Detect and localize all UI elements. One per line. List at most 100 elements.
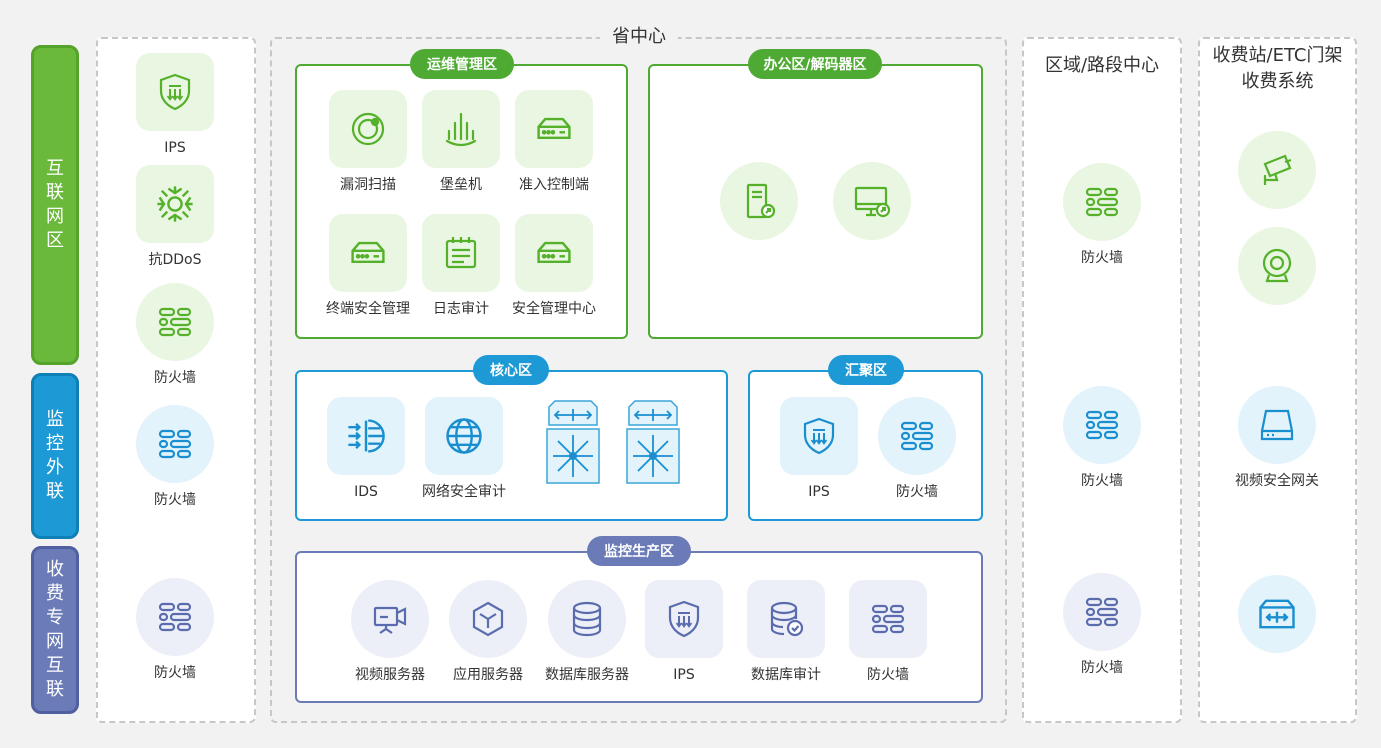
left-ips-label: IPS [164,140,186,156]
ops-item-label: 终端安全管理 [326,301,410,317]
region-fw1-label: 防火墙 [1081,250,1123,266]
region-firewall-1[interactable]: 防火墙 [1047,163,1157,267]
left-firewall-3[interactable]: 防火墙 [120,578,230,682]
device-box-icon [329,214,407,292]
prod-app-server[interactable]: 应用服务器 [433,580,543,684]
core-switch-icon [626,400,680,484]
region-fw2-label: 防火墙 [1081,473,1123,489]
agg-ips-label: IPS [808,484,830,500]
toll-webcam[interactable] [1222,227,1332,305]
ops-vuln-scan[interactable]: 漏洞扫描 [313,90,423,194]
camera-icon [351,580,429,658]
gateway-icon [1238,386,1316,464]
toll-cctv[interactable] [1222,131,1332,209]
bastion-icon [422,90,500,168]
prod-item-label: IPS [673,667,695,683]
left-fw2-label: 防火墙 [154,492,196,508]
webcam-icon [1238,227,1316,305]
agg-firewall[interactable]: 防火墙 [862,397,972,501]
ids-icon [327,397,405,475]
core-net-audit[interactable]: 网络安全审计 [409,397,519,501]
core-ids[interactable]: IDS [311,397,421,501]
shield-icon [780,397,858,475]
region-fw3-label: 防火墙 [1081,660,1123,676]
prod-video-server[interactable]: 视频服务器 [335,580,445,684]
toll-title-line2: 收费系统 [1241,71,1314,92]
prod-db-server[interactable]: 数据库服务器 [532,580,642,684]
ops-security-center[interactable]: 安全管理中心 [499,214,609,318]
prod-ips[interactable]: IPS [629,580,739,684]
cube-icon [449,580,527,658]
left-ddos[interactable]: 抗DDoS [120,165,230,269]
left-fw1-label: 防火墙 [154,370,196,386]
device-box-icon [515,214,593,292]
ops-log-audit[interactable]: 日志审计 [406,214,516,318]
globe-icon [425,397,503,475]
switch-icon [1238,575,1316,653]
prod-item-label: 视频服务器 [355,667,425,683]
left-ips[interactable]: IPS [120,53,230,157]
firewall-icon [136,405,214,483]
toll-gateway-label: 视频安全网关 [1235,473,1319,489]
region-firewall-2[interactable]: 防火墙 [1047,386,1157,490]
firewall-icon [1063,573,1141,651]
firewall-icon [1063,163,1141,241]
monitor-icon [833,162,911,240]
agg-zone-title: 汇聚区 [828,355,904,385]
database-audit-icon [747,580,825,658]
left-firewall-2[interactable]: 防火墙 [120,405,230,509]
cctv-icon [1238,131,1316,209]
tab-internet-label: 互联网区 [46,158,64,251]
core-ids-label: IDS [354,484,378,500]
prod-db-audit[interactable]: 数据库审计 [731,580,841,684]
toll-title-line1: 收费站/ETC门架 [1212,45,1343,66]
ops-zone-title: 运维管理区 [410,49,514,79]
left-ddos-label: 抗DDoS [148,252,202,268]
office-monitor[interactable] [817,162,927,240]
prod-item-label: 应用服务器 [453,667,523,683]
firewall-icon [136,283,214,361]
server-icon [720,162,798,240]
core-switch-1[interactable] [545,399,601,485]
ops-item-label: 堡垒机 [440,177,482,193]
ops-item-label: 安全管理中心 [512,301,596,317]
ops-bastion[interactable]: 堡垒机 [406,90,516,194]
core-switch-2[interactable] [625,399,681,485]
log-icon [422,214,500,292]
prod-zone-title: 监控生产区 [587,536,691,566]
tab-internet-zone[interactable]: 互联网区 [31,45,79,365]
tab-toll-network[interactable]: 收费专网互联 [31,546,79,714]
office-server[interactable] [704,162,814,240]
left-firewall-1[interactable]: 防火墙 [120,283,230,387]
toll-switch[interactable] [1222,575,1332,653]
core-zone-title: 核心区 [473,355,549,385]
prod-item-label: 数据库服务器 [545,667,629,683]
firewall-icon [1063,386,1141,464]
agg-fw-label: 防火墙 [896,484,938,500]
core-audit-label: 网络安全审计 [422,484,506,500]
tab-monitor-external[interactable]: 监控外联 [31,373,79,539]
shield-icon [136,53,214,131]
ops-item-label: 漏洞扫描 [340,177,396,193]
ops-endpoint-security[interactable]: 终端安全管理 [313,214,423,318]
device-box-icon [515,90,593,168]
tab-monitor-label: 监控外联 [46,409,64,502]
tab-toll-label: 收费专网互联 [46,559,64,700]
left-fw3-label: 防火墙 [154,665,196,681]
region-column [1022,37,1182,723]
region-title: 区域/路段中心 [1044,55,1160,76]
database-icon [548,580,626,658]
prod-firewall[interactable]: 防火墙 [833,580,943,684]
region-firewall-3[interactable]: 防火墙 [1047,573,1157,677]
province-title: 省中心 [600,25,678,49]
shield-icon [645,580,723,658]
prod-item-label: 数据库审计 [751,667,821,683]
ops-access-control[interactable]: 准入控制端 [499,90,609,194]
prod-item-label: 防火墙 [867,667,909,683]
scan-icon [329,90,407,168]
agg-ips[interactable]: IPS [764,397,874,501]
ops-item-label: 准入控制端 [519,177,589,193]
firewall-icon [849,580,927,658]
toll-video-gateway[interactable]: 视频安全网关 [1222,386,1332,490]
firewall-icon [136,578,214,656]
